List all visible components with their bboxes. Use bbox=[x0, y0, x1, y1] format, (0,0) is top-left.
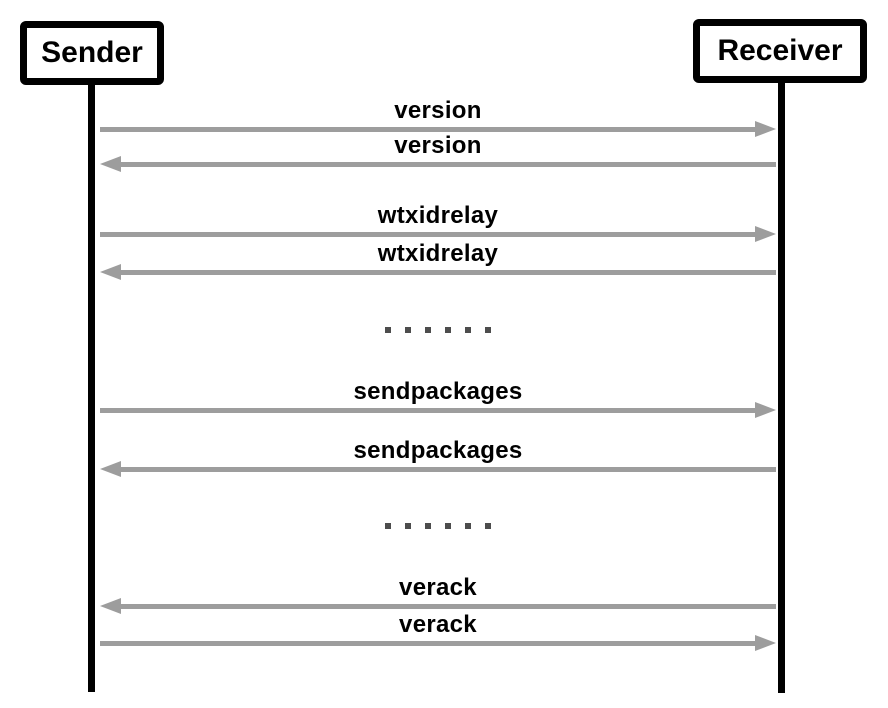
separator-dot bbox=[385, 327, 391, 333]
actor-label-receiver: Receiver bbox=[717, 34, 843, 67]
lifeline-receiver bbox=[778, 82, 785, 693]
actor-box-sender: Sender bbox=[20, 21, 164, 85]
message-label-sendpackages: sendpackages bbox=[353, 437, 523, 464]
message-label-sendpackages: sendpackages bbox=[353, 378, 523, 405]
separator-dot bbox=[425, 327, 431, 333]
message-arrow-left-verack bbox=[100, 598, 776, 614]
message-arrow-left-version bbox=[100, 156, 776, 172]
ellipsis-separator bbox=[100, 327, 776, 333]
separator-dot bbox=[465, 327, 471, 333]
lifeline-sender bbox=[88, 84, 95, 692]
message-label-version: version bbox=[394, 97, 482, 124]
separator-dot bbox=[425, 523, 431, 529]
message-arrow-right-verack bbox=[100, 635, 776, 651]
separator-dot bbox=[405, 327, 411, 333]
separator-dot bbox=[485, 327, 491, 333]
separator-dot bbox=[385, 523, 391, 529]
actor-box-receiver: Receiver bbox=[693, 19, 867, 83]
separator-dot bbox=[445, 327, 451, 333]
actor-label-sender: Sender bbox=[41, 36, 143, 69]
message-arrow-left-sendpackages bbox=[100, 461, 776, 477]
message-label-wtxidrelay: wtxidrelay bbox=[377, 202, 499, 229]
message-arrow-right-version bbox=[100, 121, 776, 137]
message-label-verack: verack bbox=[399, 611, 477, 638]
ellipsis-separator bbox=[100, 523, 776, 529]
message-label-verack: verack bbox=[399, 574, 477, 601]
message-label-wtxidrelay: wtxidrelay bbox=[377, 240, 499, 267]
message-arrow-left-wtxidrelay bbox=[100, 264, 776, 280]
separator-dot bbox=[445, 523, 451, 529]
message-label-version: version bbox=[394, 132, 482, 159]
separator-dot bbox=[485, 523, 491, 529]
message-arrow-right-wtxidrelay bbox=[100, 226, 776, 242]
separator-dot bbox=[465, 523, 471, 529]
message-arrow-right-sendpackages bbox=[100, 402, 776, 418]
separator-dot bbox=[405, 523, 411, 529]
